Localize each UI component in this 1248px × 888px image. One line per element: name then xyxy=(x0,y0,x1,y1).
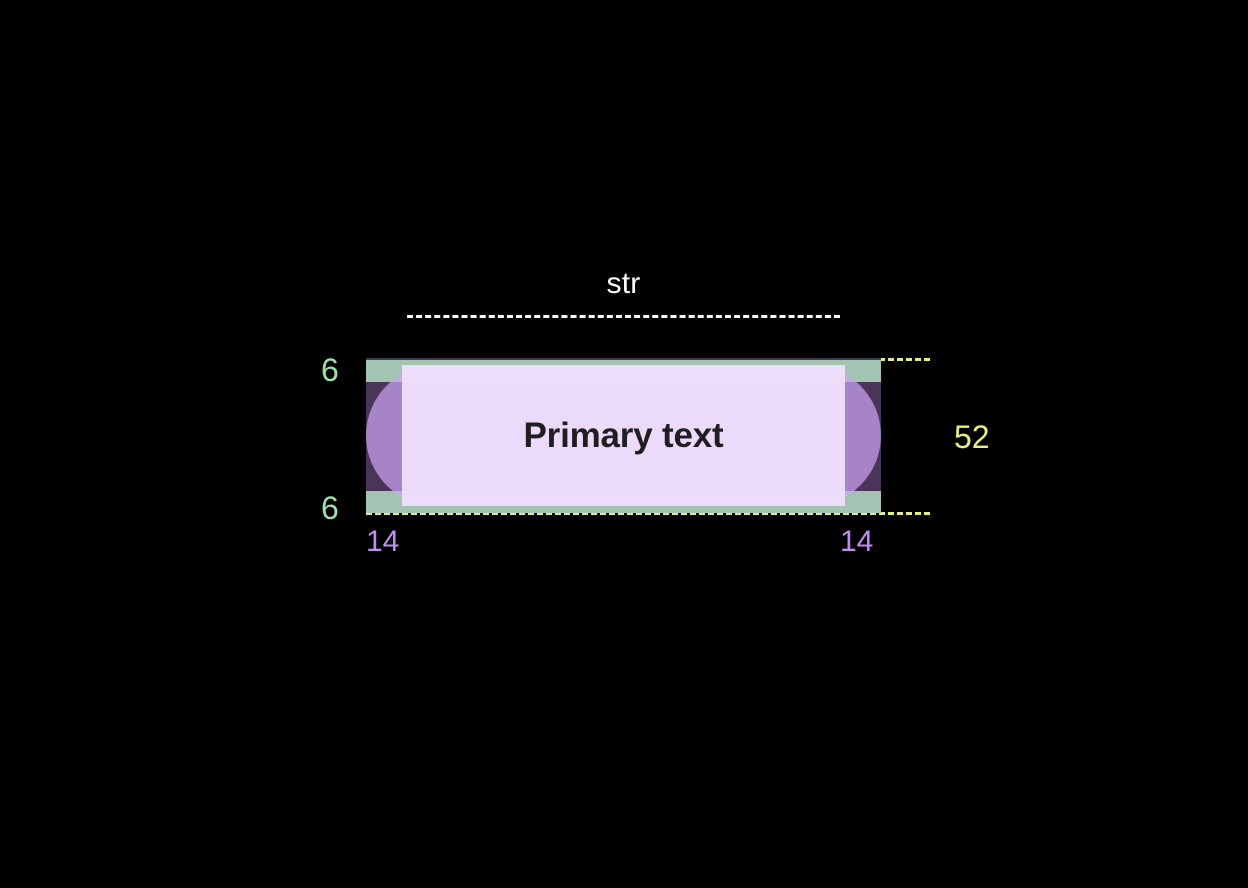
width-guide-dashed-line xyxy=(407,315,840,318)
measured-component-box[interactable]: Primary text xyxy=(366,358,881,513)
height-guide-bottom-dashed-line xyxy=(366,512,930,515)
padding-bottom-value: 6 xyxy=(321,490,339,526)
padding-top-value: 6 xyxy=(321,352,339,388)
component-name-label: str xyxy=(606,267,641,300)
primary-text-label: Primary text xyxy=(523,415,724,455)
component-height-value: 52 xyxy=(954,419,990,455)
padding-left-value: 14 xyxy=(366,525,400,558)
content-area-box: Primary text xyxy=(402,365,845,506)
padding-right-value: 14 xyxy=(840,525,874,558)
